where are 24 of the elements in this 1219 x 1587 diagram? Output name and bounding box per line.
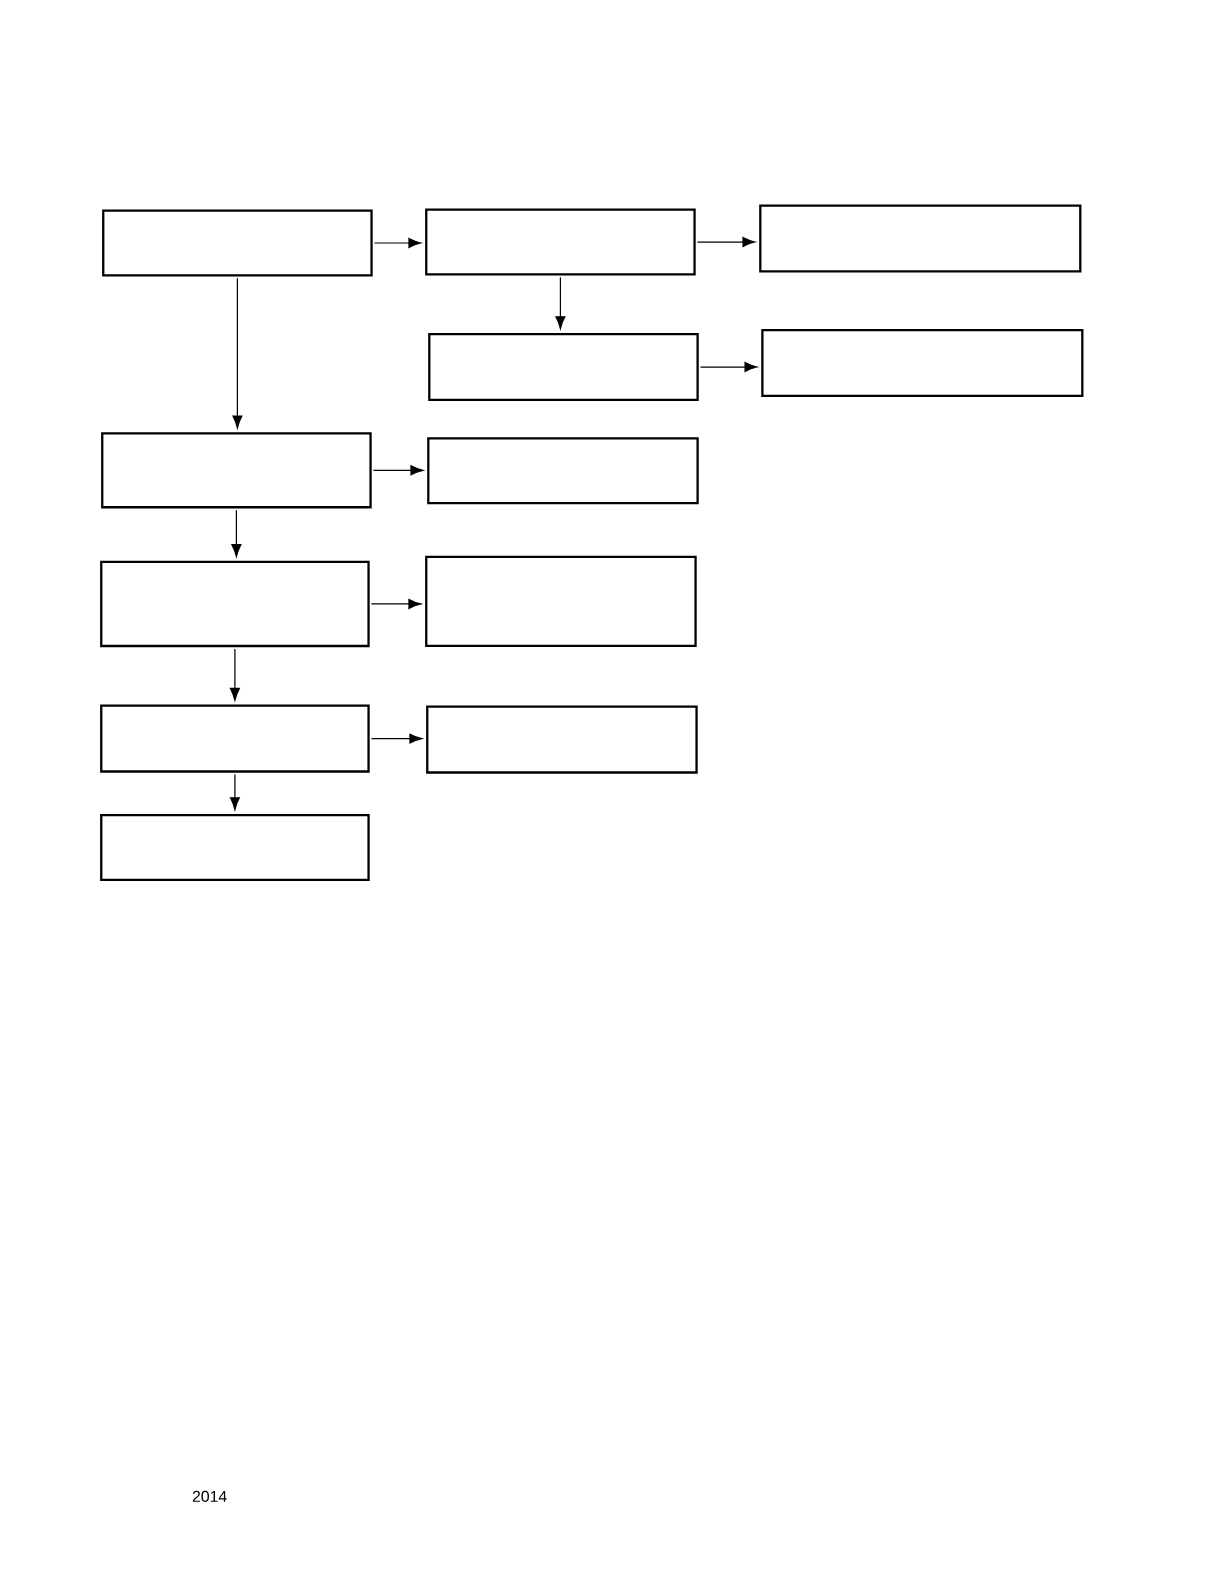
- process-box: [426, 705, 698, 774]
- process-box: [100, 560, 370, 648]
- year-label: 2014: [192, 1490, 227, 1503]
- arrow: [232, 277, 243, 429]
- arrow: [370, 598, 422, 609]
- arrow: [229, 648, 240, 701]
- arrow: [370, 733, 423, 744]
- arrow: [699, 361, 758, 373]
- process-box: [759, 204, 1082, 273]
- process-box: [100, 704, 370, 773]
- arrow: [372, 465, 424, 476]
- process-box: [427, 437, 699, 505]
- arrow: [696, 236, 756, 248]
- arrow: [229, 773, 240, 811]
- process-box: [101, 432, 372, 509]
- arrow: [555, 276, 566, 330]
- process-box: [425, 208, 696, 276]
- process-box: [100, 813, 370, 881]
- process-box: [428, 332, 699, 402]
- arrow: [231, 509, 242, 558]
- process-box: [761, 328, 1084, 397]
- process-box: [425, 555, 697, 648]
- arrow: [373, 237, 422, 249]
- process-box: [102, 209, 373, 277]
